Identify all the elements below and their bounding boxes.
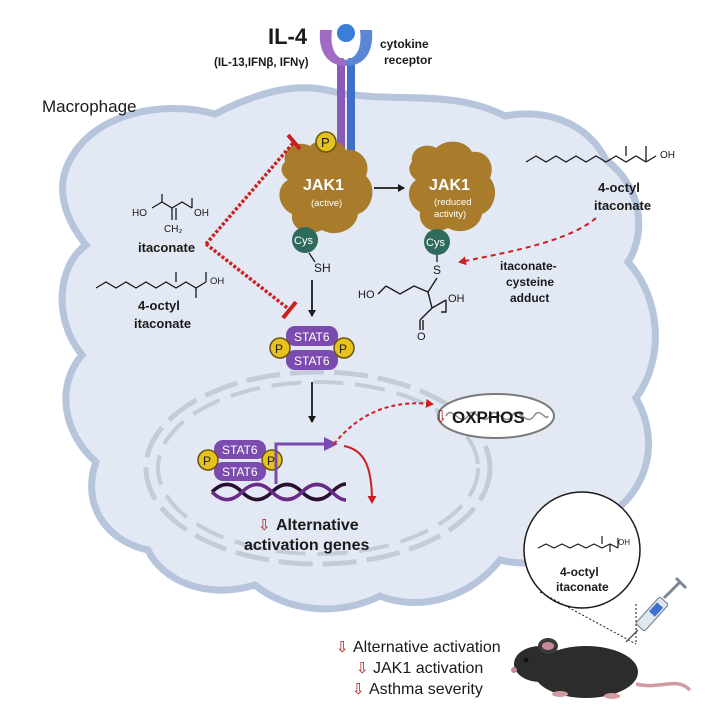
inset-oh: OH (618, 538, 630, 547)
oxphos-label: OXPHOS (452, 408, 525, 427)
stat6-dna-p-right: P (267, 454, 275, 468)
genes-label-2: activation genes (244, 537, 369, 554)
jak1-active-state: (active) (311, 198, 342, 209)
syringe-icon (625, 576, 688, 643)
adduct-label-2: cysteine (506, 275, 554, 289)
oxphos-down-arrow: ⇩ (434, 407, 447, 426)
itaconate-ch2: CH₂ (164, 224, 182, 235)
arrow-to-oxphos (333, 398, 434, 445)
itaconate-structure (151, 194, 193, 220)
transcription-arrow (274, 442, 326, 484)
octyl-right-oh: OH (660, 150, 675, 161)
inset-label-2: itaconate (556, 580, 609, 594)
stat6-label-bottom: STAT6 (294, 354, 330, 368)
octyl-left-label-2: itaconate (134, 316, 191, 331)
adduct-label-1: itaconate- (500, 259, 557, 273)
octyl-itaconate-right-structure (525, 146, 657, 163)
stat6-dna-p-left: P (203, 454, 211, 468)
stat6-p-left: P (275, 342, 283, 356)
stat6-dna-label-bottom: STAT6 (222, 465, 258, 479)
itaconate-label: itaconate (138, 240, 195, 255)
outcome-2-text: JAK1 activation (373, 660, 483, 677)
phospho-icon (315, 131, 337, 153)
cys-label-reduced: Cys (426, 237, 445, 249)
mitochondrion-icon (437, 393, 555, 439)
jak1-reduced-state-1: (reduced (434, 197, 472, 208)
adduct-oh: OH (448, 293, 465, 305)
outcome-3-arrow: ⇩ (352, 680, 365, 698)
dna-icon (210, 482, 347, 502)
mouse-icon (511, 638, 692, 699)
cell-label: Macrophage (42, 97, 137, 116)
adduct-o: O (417, 331, 426, 343)
cys-label: Cys (294, 235, 313, 247)
jak1-reduced-name: JAK1 (429, 177, 470, 194)
outcome-1-text: Alternative activation (353, 639, 501, 656)
adduct-label-3: adduct (510, 291, 549, 305)
jak1-active-name: JAK1 (303, 177, 344, 194)
octyl-right-label-2: itaconate (594, 198, 651, 213)
octyl-itaconate-left-structure (95, 272, 207, 298)
sh-label: SH (314, 261, 331, 275)
ligand-subtitle: (IL-13,IFNβ, IFNγ) (214, 57, 309, 69)
nucleus-envelope-inner (156, 380, 480, 556)
cys-icon-reduced (424, 229, 450, 255)
octyl-left-label-1: 4-octyl (138, 298, 180, 313)
ligand-title: IL-4 (268, 24, 308, 49)
outcome-1-arrow: ⇩ (336, 638, 349, 656)
genes-label-1: Alternative (276, 517, 359, 534)
jak1-reduced-state-2: activity) (434, 209, 466, 220)
outcome-3-text: Asthma severity (369, 681, 483, 698)
genes-down-arrow: ⇩ (258, 516, 271, 534)
nucleus-envelope-outer (143, 369, 493, 567)
adduct-ho: HO (358, 289, 375, 301)
inset-circle (523, 491, 641, 609)
stat6-label-top: STAT6 (294, 330, 330, 344)
receptor-label-1: cytokine (380, 37, 429, 51)
itaconate-oh: OH (194, 208, 209, 219)
arrow-to-genes (343, 445, 377, 504)
receptor-label-2: receptor (384, 53, 432, 67)
inhibition-lines (204, 133, 302, 320)
octyl-right-label-1: 4-octyl (598, 180, 640, 195)
itaconate-ho: HO (132, 208, 147, 219)
jak1-reduced: JAK1 (reduced activity) Cys S (408, 141, 496, 277)
stat6-dna-label-top: STAT6 (222, 443, 258, 457)
stat6-p-right: P (339, 342, 347, 356)
outcome-2-arrow: ⇩ (356, 659, 369, 677)
cys-icon (292, 227, 318, 253)
adduct-structure (377, 277, 447, 330)
octyl-left-oh: OH (210, 276, 224, 287)
jak1-active: P JAK1 (active) Cys SH (279, 131, 373, 275)
thioether-label: S (433, 263, 441, 277)
inset-label-1: 4-octyl (560, 565, 599, 579)
arrow-octyl-to-adduct (458, 217, 597, 266)
phospho-label: P (321, 135, 330, 150)
inset-structure (537, 536, 619, 552)
stat6-dimer (269, 326, 355, 370)
